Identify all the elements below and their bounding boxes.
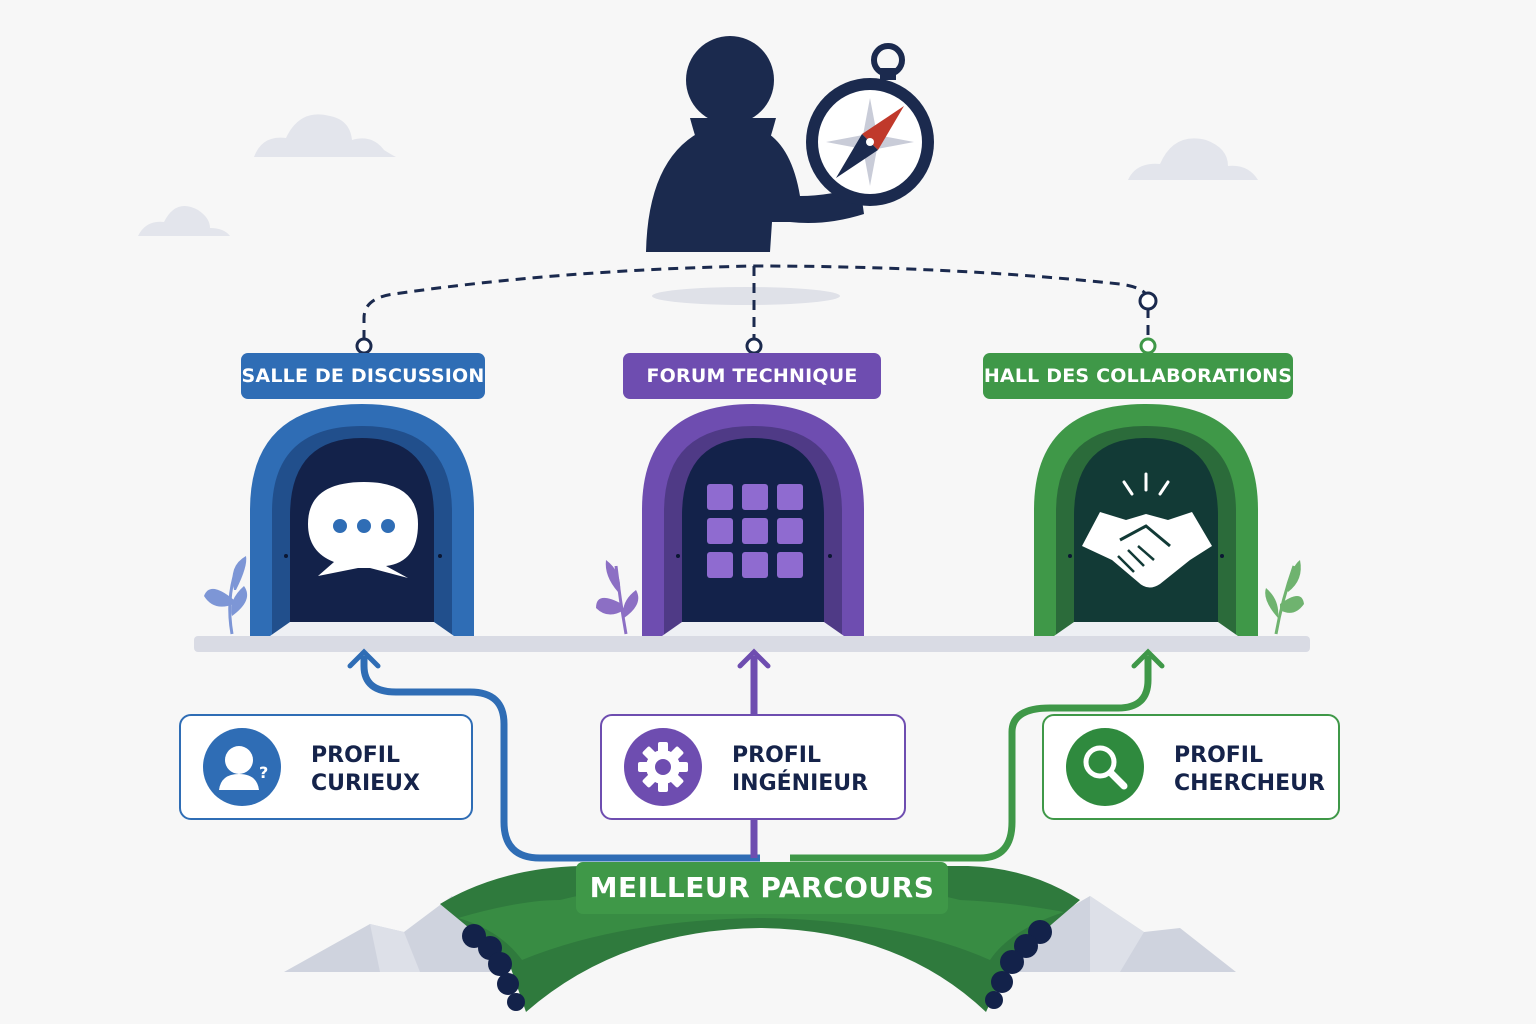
grid-icon bbox=[707, 484, 803, 578]
chat-bubble-icon bbox=[308, 482, 418, 578]
svg-text:?: ? bbox=[259, 763, 268, 782]
gear-icon bbox=[624, 728, 702, 806]
cloud-icon bbox=[254, 114, 396, 157]
connector-node bbox=[355, 337, 373, 355]
plant-icon bbox=[596, 560, 639, 635]
profile-label-line2: CURIEUX bbox=[311, 771, 420, 796]
person-with-compass-icon bbox=[646, 36, 864, 305]
profile-label-line1: PROFIL bbox=[1174, 743, 1263, 768]
connector-node bbox=[1138, 291, 1158, 311]
room-tag-hall-des-collaborations: HALL DES COLLABORATIONS bbox=[983, 353, 1293, 399]
room-tag-salle-de-discussion: SALLE DE DISCUSSION bbox=[241, 353, 485, 399]
profile-label-line1: PROFIL bbox=[311, 743, 400, 768]
mountain-icon bbox=[284, 896, 500, 972]
profile-card-curieux[interactable]: ? PROFIL CURIEUX bbox=[179, 714, 473, 820]
dashed-connectors bbox=[362, 264, 1150, 340]
mountain-icon bbox=[1010, 896, 1236, 972]
path-to-hall-des-collaborations bbox=[790, 648, 1165, 862]
magnifier-icon bbox=[1066, 728, 1144, 806]
profile-card-chercheur[interactable]: PROFIL CHERCHEUR bbox=[1042, 714, 1340, 820]
plant-icon bbox=[204, 556, 248, 635]
handshake-icon bbox=[1082, 472, 1212, 588]
profile-label-line2: INGÉNIEUR bbox=[732, 771, 869, 796]
ground-platform bbox=[194, 636, 1310, 652]
plant-icon bbox=[1265, 560, 1304, 635]
compass-icon bbox=[806, 43, 934, 206]
profile-label-line1: PROFIL bbox=[732, 743, 821, 768]
connector-node bbox=[1139, 337, 1157, 355]
best-path-label: MEILLEUR PARCOURS bbox=[576, 862, 948, 914]
connector-node bbox=[745, 337, 763, 355]
curious-person-icon: ? bbox=[203, 728, 281, 806]
profile-card-ingenieur[interactable]: PROFIL INGÉNIEUR bbox=[600, 714, 906, 820]
cloud-icon bbox=[138, 206, 230, 236]
room-tag-forum-technique: FORUM TECHNIQUE bbox=[623, 353, 881, 399]
cloud-icon bbox=[1128, 138, 1258, 180]
path-to-salle-de-discussion bbox=[347, 648, 760, 862]
profile-label-line2: CHERCHEUR bbox=[1174, 771, 1325, 796]
